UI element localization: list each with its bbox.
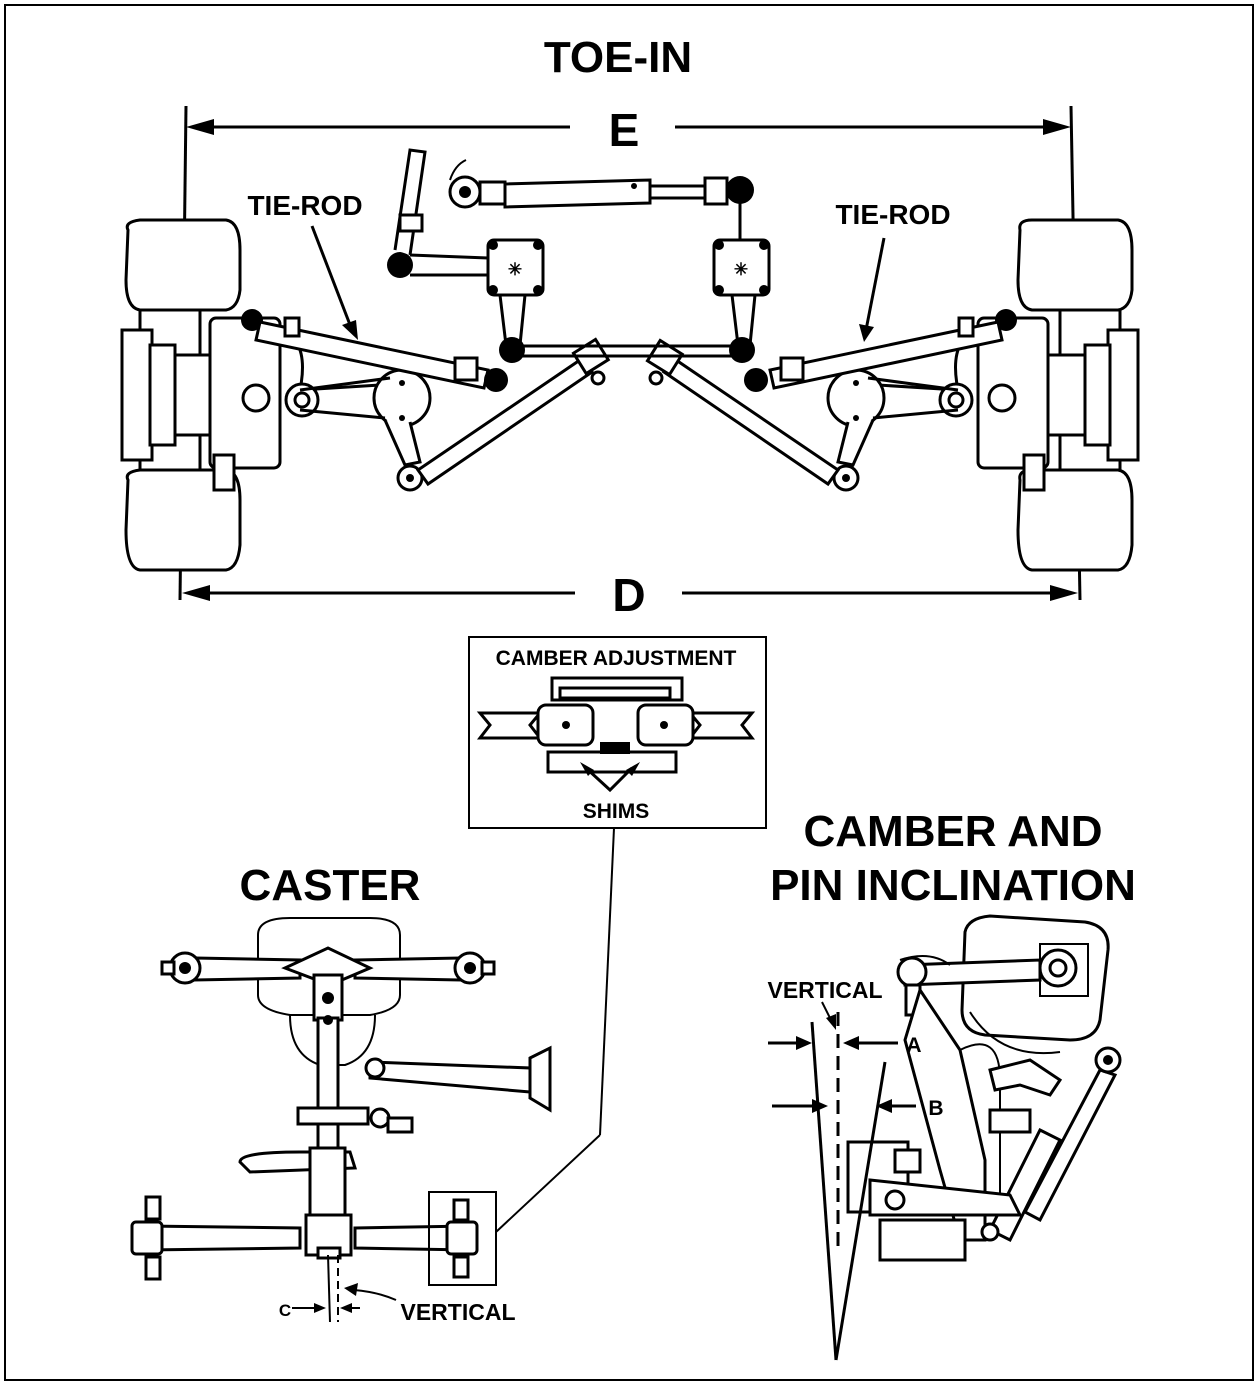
dim-e-label: E bbox=[609, 104, 640, 156]
vertical-right-label: VERTICAL bbox=[768, 977, 883, 1003]
camber-adjustment-inset: CAMBER ADJUSTMENT SHIMS bbox=[468, 636, 767, 829]
camber-title-line2: PIN INCLINATION bbox=[770, 861, 1136, 910]
label-c: C bbox=[279, 1301, 291, 1320]
shims-label: SHIMS bbox=[583, 800, 650, 823]
toe-in-title: TOE-IN bbox=[544, 33, 692, 82]
label-a: A bbox=[906, 1034, 921, 1057]
tie-rod-left bbox=[254, 316, 508, 392]
tie-rod-left-label: TIE-ROD bbox=[247, 190, 362, 221]
camber-assembly bbox=[846, 914, 1122, 1262]
hub-left bbox=[120, 309, 282, 492]
dim-d-label: D bbox=[612, 569, 645, 621]
tie-rod-right-label: TIE-ROD bbox=[835, 199, 950, 230]
pitman-arm-right: ✳ bbox=[712, 176, 771, 346]
caster-assembly bbox=[130, 917, 552, 1286]
label-b: B bbox=[928, 1097, 943, 1120]
caster-title: CASTER bbox=[240, 861, 421, 910]
svg-text:✳: ✳ bbox=[508, 260, 522, 279]
steering-damper bbox=[448, 159, 729, 209]
caster-vertical-reference: C VERTICAL bbox=[279, 1254, 516, 1325]
tie-rod-left-leader bbox=[310, 225, 354, 331]
dimension-d: D bbox=[182, 569, 1078, 621]
vertical-bottom-label: VERTICAL bbox=[401, 1299, 516, 1325]
inset-leader bbox=[599, 827, 615, 1136]
center-link bbox=[499, 337, 755, 363]
camber-adjustment-label: CAMBER ADJUSTMENT bbox=[496, 647, 737, 670]
camber-title-line1: CAMBER AND bbox=[803, 807, 1102, 856]
lower-arm-left bbox=[279, 328, 611, 492]
svg-text:✳: ✳ bbox=[734, 260, 748, 279]
page-border bbox=[4, 4, 1254, 1381]
pitman-arm-left: ✳ bbox=[387, 148, 545, 346]
tie-rod-right-leader bbox=[864, 237, 886, 331]
camber-reference-lines: A B bbox=[768, 1001, 944, 1361]
hub-right bbox=[976, 309, 1140, 492]
tie-rod-right bbox=[744, 316, 1004, 392]
